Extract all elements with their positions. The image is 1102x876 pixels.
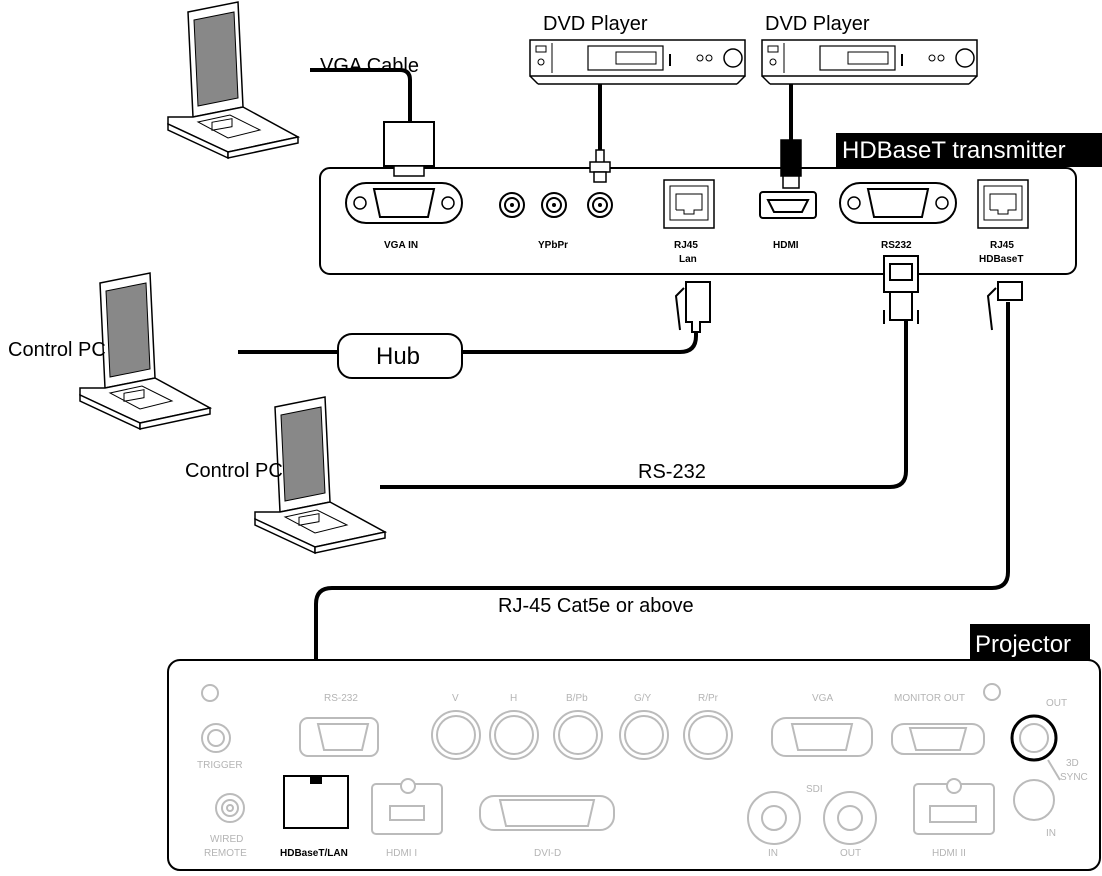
p-h-label: H <box>510 693 517 704</box>
vga-in-port <box>345 182 463 224</box>
cables <box>238 68 1010 780</box>
vga-cable-label: VGA Cable <box>320 55 419 77</box>
projector-title-bg <box>970 624 1090 660</box>
projector <box>167 624 1101 871</box>
p-wired-label: WIRED <box>210 834 243 845</box>
hdbaset-transmitter <box>319 133 1102 275</box>
ypbpr-label: YPbPr <box>538 240 568 251</box>
hdmi-port <box>759 191 817 219</box>
text-labels: VGA Cable DVD Player DVD Player HDBaseT … <box>8 13 1088 859</box>
p-sdi-label: SDI <box>806 784 823 795</box>
rj45-lan-label-2: Lan <box>679 254 697 265</box>
control-pc-2-label: Control PC <box>185 460 283 482</box>
dvd-player-1 <box>529 39 746 85</box>
p-remote-label: REMOTE <box>204 848 247 859</box>
p-hdbaset-lan-label: HDBaseT/LAN <box>280 848 348 859</box>
rs232-cable-label: RS-232 <box>638 461 706 483</box>
lan-cable <box>238 318 698 354</box>
p-out-label: OUT <box>1046 698 1067 709</box>
hdmi-label: HDMI <box>773 240 799 251</box>
p-vga-label: VGA <box>812 693 833 704</box>
lan-connector <box>674 281 711 333</box>
hdbaset-cable <box>314 302 1010 780</box>
hub-label: Hub <box>376 343 420 370</box>
hdbaset-lan-port <box>283 775 349 829</box>
vga-cable <box>310 68 412 122</box>
rj45-cable-label: RJ-45 Cat5e or above <box>498 595 694 617</box>
p-sdi-in-label: IN <box>768 848 778 859</box>
p-bpb-label: B/Pb <box>566 693 588 704</box>
rj45-lan-port <box>663 179 715 229</box>
p-rs232-label: RS-232 <box>324 693 358 704</box>
rs232-label: RS232 <box>881 240 912 251</box>
p-dvid-label: DVI-D <box>534 848 561 859</box>
p-trigger-label: TRIGGER <box>197 760 243 771</box>
p-hdmi-1-label: HDMI I <box>386 848 417 859</box>
transmitter-label: HDBaseT transmitter <box>842 137 1066 164</box>
p-sync-label: SYNC <box>1060 772 1088 783</box>
rs232-connector <box>883 255 919 324</box>
hdmi-connector <box>780 139 802 189</box>
p-gy-label: G/Y <box>634 693 652 704</box>
rj45-hdbaset-label-1: RJ45 <box>990 240 1014 251</box>
projector-body <box>167 659 1101 871</box>
rs232-port <box>839 182 957 224</box>
hub-box <box>337 333 463 379</box>
rj45-lan-label-1: RJ45 <box>674 240 698 251</box>
p-hdmi-2-label: HDMI II <box>932 848 966 859</box>
projector-label: Projector <box>975 631 1071 658</box>
p-rpr-label: R/Pr <box>698 693 719 704</box>
rs232-cable <box>380 320 908 489</box>
vga-connector <box>383 121 435 177</box>
dvd-player-1-label: DVD Player <box>543 13 648 35</box>
hdbaset-connector <box>986 281 1023 331</box>
rj45-hdbaset-port <box>977 179 1029 229</box>
rj45-hdbaset-label-2: HDBaseT <box>979 254 1023 265</box>
transmitter-title-bg <box>836 133 1102 167</box>
control-pc-1-label: Control PC <box>8 339 106 361</box>
p-in-label: IN <box>1046 828 1056 839</box>
p-monitor-out-label: MONITOR OUT <box>894 693 965 704</box>
p-sdi-out-label: OUT <box>840 848 861 859</box>
ypbpr-ports <box>499 192 613 218</box>
projector-ports <box>201 683 1061 845</box>
vga-in-label: VGA IN <box>384 240 418 251</box>
dvd-player-2 <box>761 39 978 85</box>
laptop-vga <box>167 1 299 159</box>
p-v-label: V <box>452 693 459 704</box>
p-3d-label: 3D <box>1066 758 1079 769</box>
ypbpr-connector <box>589 149 611 183</box>
dvd-player-2-label: DVD Player <box>765 13 870 35</box>
